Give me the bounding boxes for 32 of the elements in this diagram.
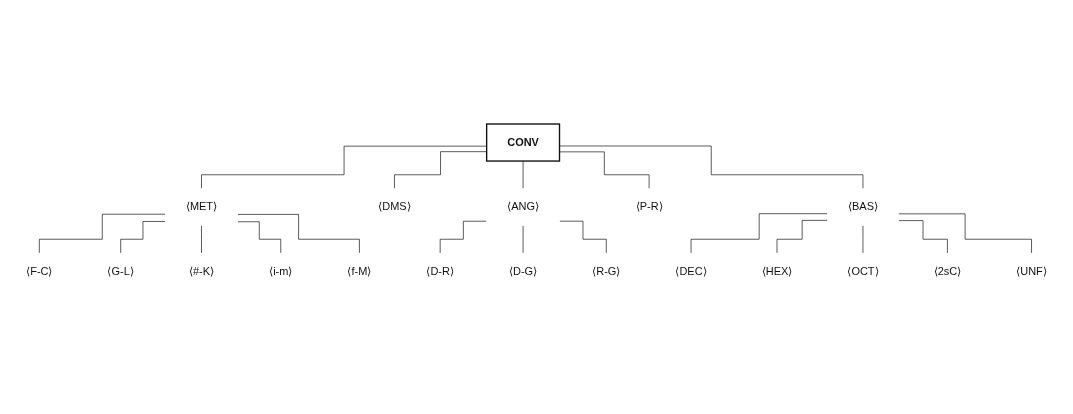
node-text: ⟨UNF⟩ — [1016, 265, 1047, 277]
node-text: ⟨DEC⟩ — [675, 265, 707, 277]
node-text: ⟨G-L⟩ — [107, 265, 134, 277]
node-text: ⟨DMS⟩ — [378, 200, 411, 213]
node-text: ⟨2sC⟩ — [933, 265, 962, 277]
connector — [394, 151, 487, 189]
connector — [120, 221, 166, 254]
node-text: ⟨R-G⟩ — [592, 265, 621, 277]
connector — [690, 213, 828, 254]
connector — [559, 151, 650, 189]
connector — [559, 145, 864, 189]
node-text: ⟨f-M⟩ — [347, 265, 372, 277]
node-text: ⟨F-C⟩ — [26, 265, 53, 277]
node-text: ⟨D-R⟩ — [426, 265, 455, 277]
connector — [201, 145, 487, 189]
node-box: CONV — [485, 123, 561, 162]
connector — [898, 220, 948, 254]
node-text: ⟨HEX⟩ — [761, 265, 793, 277]
node-text: ⟨ANG⟩ — [507, 200, 540, 213]
node-text: ⟨MET⟩ — [185, 200, 218, 213]
node-text: ⟨OCT⟩ — [847, 265, 879, 277]
node-text: ⟨i-m⟩ — [269, 265, 293, 277]
node-text: ⟨P-R⟩ — [635, 200, 663, 213]
connector — [237, 214, 360, 254]
connector — [201, 225, 202, 254]
node-text: ⟨BAS⟩ — [847, 200, 879, 213]
connector — [522, 160, 524, 189]
connector — [898, 213, 1032, 254]
node-text: ⟨D-G⟩ — [508, 265, 538, 277]
connector — [776, 220, 828, 254]
node-text: ⟨#-K⟩ — [188, 265, 215, 277]
connector — [439, 220, 487, 254]
